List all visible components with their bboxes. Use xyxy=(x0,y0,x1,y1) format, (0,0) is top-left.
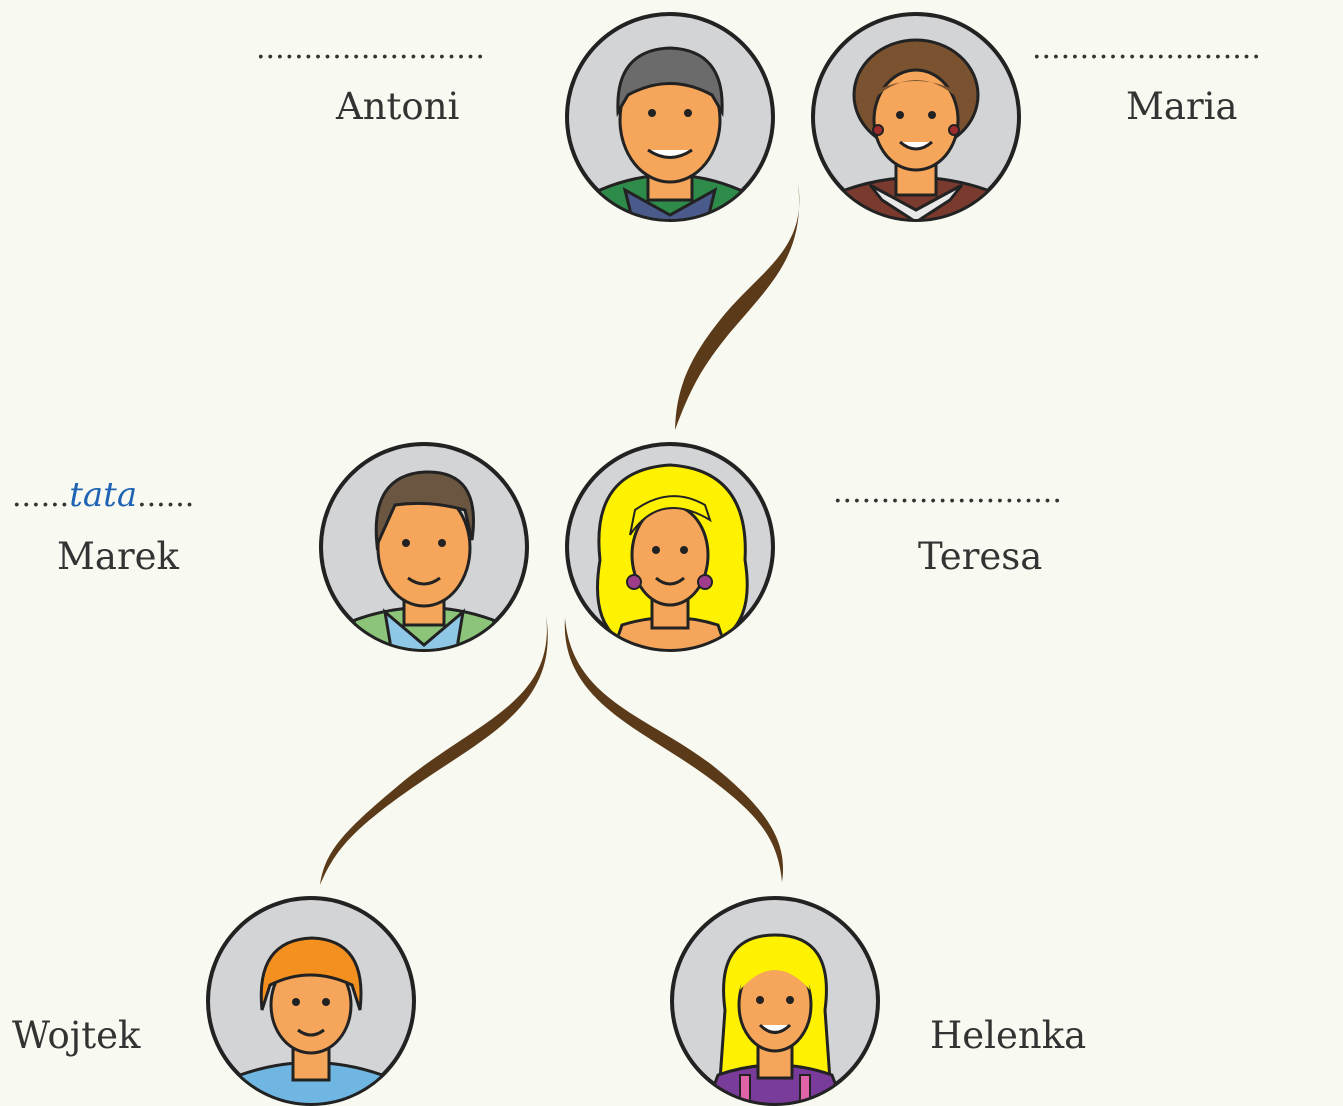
branch-grandparents-to-teresa xyxy=(675,183,800,430)
answer-line-antoni[interactable]: ........................ xyxy=(256,31,485,66)
avatar-helenka xyxy=(670,896,880,1106)
name-antoni: Antoni xyxy=(336,85,460,128)
name-maria: Maria xyxy=(1126,85,1238,128)
avatar-antoni xyxy=(565,12,775,222)
answer-line-teresa[interactable]: ........................ xyxy=(833,475,1062,510)
answer-line-maria[interactable]: ........................ xyxy=(1032,31,1261,66)
name-marek: Marek xyxy=(57,535,179,578)
answer-line-marek[interactable]: ......tata...... xyxy=(12,478,194,512)
answer-prefix-marek: ...... xyxy=(12,479,70,514)
avatar-marek xyxy=(319,442,529,652)
avatar-teresa xyxy=(565,442,775,652)
avatar-maria xyxy=(811,12,1021,222)
answer-suffix-marek: ...... xyxy=(137,479,195,514)
branch-parents-to-wojtek xyxy=(320,615,548,885)
name-wojtek: Wojtek xyxy=(12,1014,141,1057)
branch-parents-to-helenka xyxy=(564,618,784,882)
name-teresa: Teresa xyxy=(918,535,1043,578)
name-helenka: Helenka xyxy=(930,1014,1087,1057)
answer-marek: tata xyxy=(69,475,138,515)
avatar-wojtek xyxy=(206,896,416,1106)
